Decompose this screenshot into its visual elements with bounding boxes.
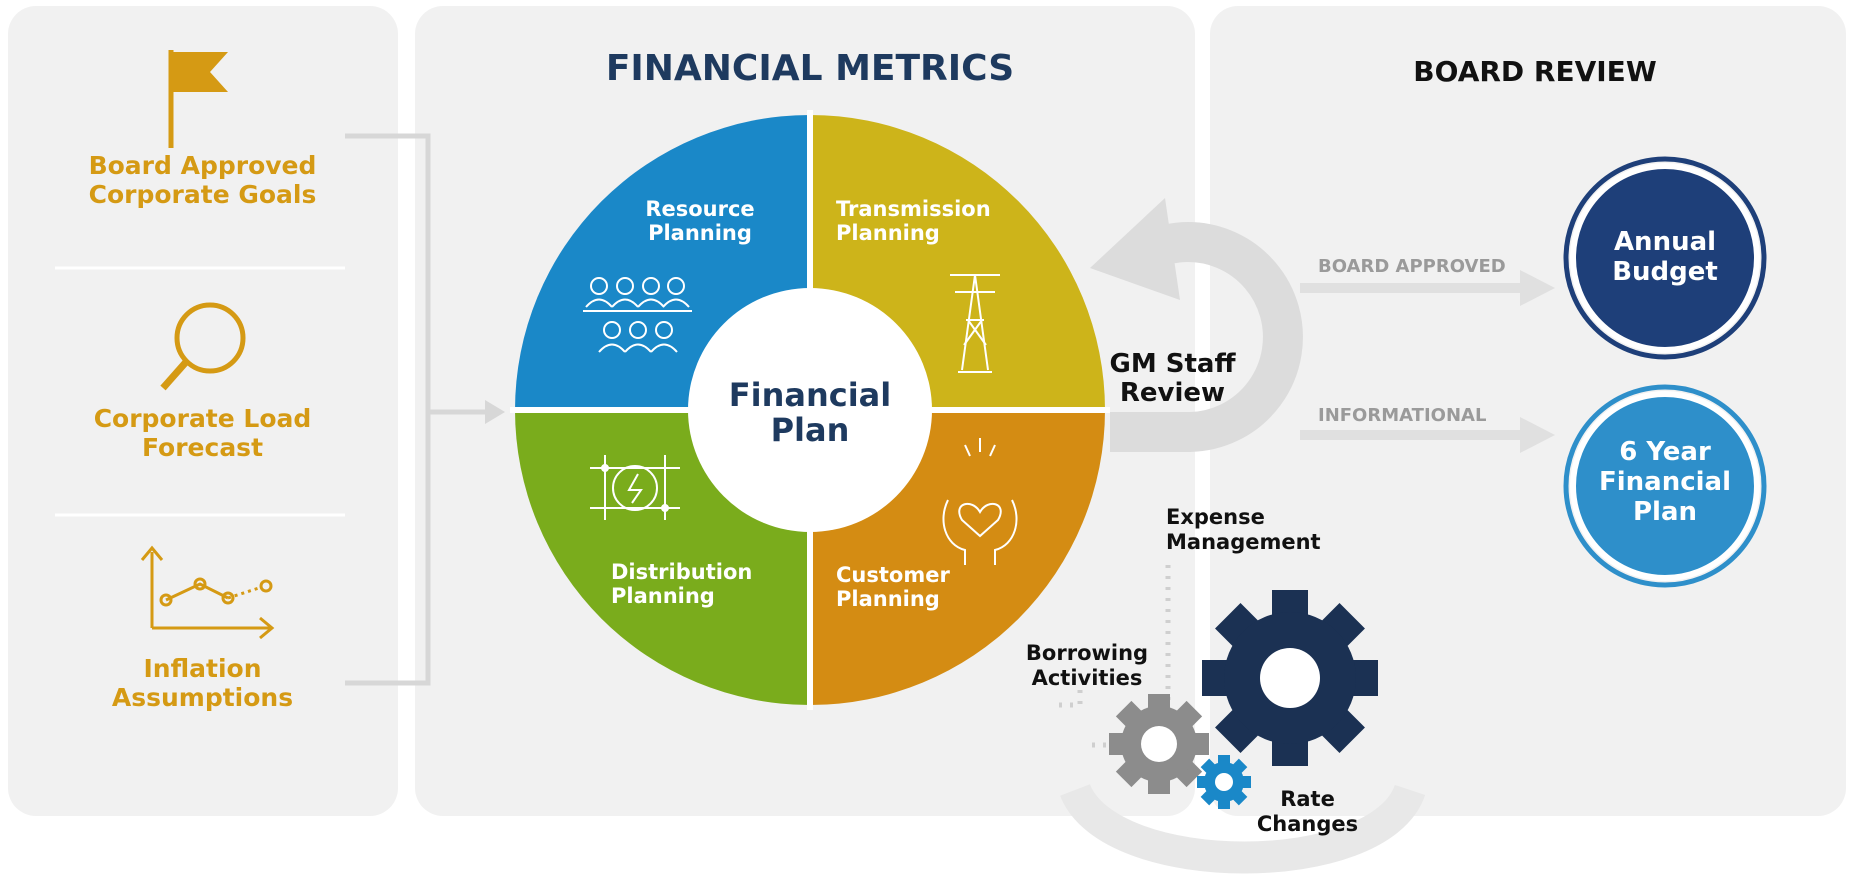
people-icon [583, 277, 692, 353]
review-arrow [1110, 222, 1303, 452]
informational-label: INFORMATIONAL [1318, 405, 1487, 426]
inputs-panel [8, 6, 398, 816]
transmission-planning-label: Transmission Planning [836, 197, 991, 246]
annual-budget-label: Annual Budget [1612, 227, 1718, 287]
input-inflation-label: Inflation Assumptions [111, 654, 294, 712]
rate-changes-label: Rate Changes [1256, 787, 1359, 837]
input-goals-label: Board Approved Corporate Goals [88, 151, 317, 209]
financial-plan-label: Financial Plan [728, 376, 892, 450]
customer-planning-label: Customer Planning [836, 563, 950, 612]
planning-wheel [510, 110, 1110, 710]
financial-metrics-title: FINANCIAL METRICS [605, 48, 1015, 89]
review-arrow-head [1090, 198, 1180, 300]
power-grid-icon [590, 455, 680, 520]
large-navy-gear-icon [1202, 590, 1378, 766]
input-bracket [345, 133, 490, 686]
borrowing-activities-label: Borrowing Activities [1025, 641, 1149, 691]
board-flow-arrows [1300, 270, 1555, 453]
expense-management-label: Expense Management [1166, 505, 1321, 555]
bracket-arrow [485, 400, 505, 424]
gm-staff-review-label: GM Staff Review [1109, 349, 1236, 408]
six-year-plan-label: 6 Year Financial Plan [1598, 437, 1732, 527]
magnifier-icon [160, 302, 246, 391]
transmission-tower-icon [950, 274, 1000, 373]
line-chart-icon [140, 545, 275, 640]
distribution-planning-label: Distribution Planning [611, 560, 753, 609]
flag-icon [168, 50, 228, 148]
resource-planning-label: Resource Planning [645, 197, 755, 246]
heart-hands-icon [942, 438, 1018, 565]
board-approved-label: BOARD APPROVED [1318, 256, 1506, 277]
lower-arc [1060, 782, 1426, 874]
gray-gear-icon [1109, 694, 1209, 794]
small-blue-gear-icon [1197, 755, 1251, 809]
board-review-title: BOARD REVIEW [1413, 55, 1657, 88]
annual-budget-circle [1570, 163, 1760, 353]
center-circle [688, 288, 932, 532]
six-year-plan-circle [1570, 391, 1760, 581]
input-load-label: Corporate Load Forecast [93, 404, 312, 462]
